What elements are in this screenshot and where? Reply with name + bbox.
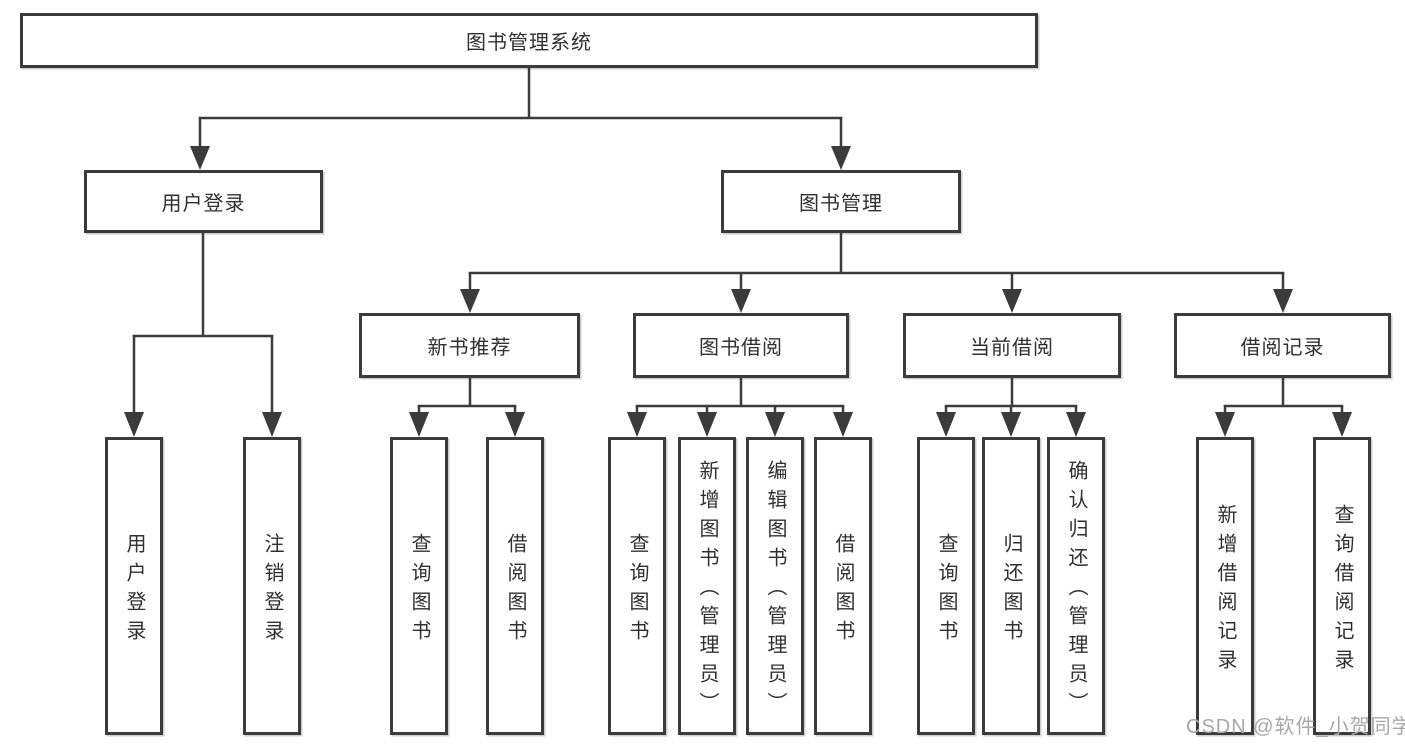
leaf-query-borrow-record: 查询借阅记录: [1313, 437, 1371, 735]
node-book-management: 图书管理: [721, 170, 961, 233]
leaf-add-books-admin: 新增图书（管理员）: [678, 437, 736, 735]
node-label: 图书借阅: [699, 337, 783, 359]
leaf-logout: 注销登录: [243, 437, 301, 735]
node-current-borrowing: 当前借阅: [903, 313, 1121, 378]
arrowheads: [124, 146, 1352, 437]
leaf-query-books-recommend: 查询图书: [390, 437, 448, 735]
node-book-borrowing: 图书借阅: [633, 313, 849, 378]
node-borrow-records: 借阅记录: [1174, 313, 1391, 378]
node-label: 图书管理: [799, 193, 883, 215]
node-label: 用户登录: [161, 193, 246, 215]
node-label: 图书管理系统: [466, 32, 592, 54]
node-new-book-recommend: 新书推荐: [359, 313, 580, 378]
node-label: 新书推荐: [427, 337, 512, 359]
leaf-confirm-return-admin: 确认归还（管理员）: [1047, 437, 1105, 735]
leaf-edit-books-admin: 编辑图书（管理员）: [746, 437, 804, 735]
leaf-query-books-borrowing: 查询图书: [608, 437, 666, 735]
leaf-add-borrow-record: 新增借阅记录: [1196, 437, 1254, 735]
leaf-user-login: 用户登录: [105, 437, 163, 735]
node-label: 当前借阅: [970, 337, 1054, 359]
leaf-return-books: 归还图书: [982, 437, 1040, 735]
node-label: 借阅记录: [1240, 337, 1325, 359]
node-user-login: 用户登录: [84, 170, 323, 233]
leaf-borrow-books-recommend: 借阅图书: [486, 437, 544, 735]
node-library-management-system: 图书管理系统: [20, 13, 1038, 68]
csdn-watermark: CSDN @软件_小贺同学: [1186, 716, 1405, 738]
leaf-borrow-books: 借阅图书: [814, 437, 872, 735]
leaf-query-books-current: 查询图书: [917, 437, 975, 735]
